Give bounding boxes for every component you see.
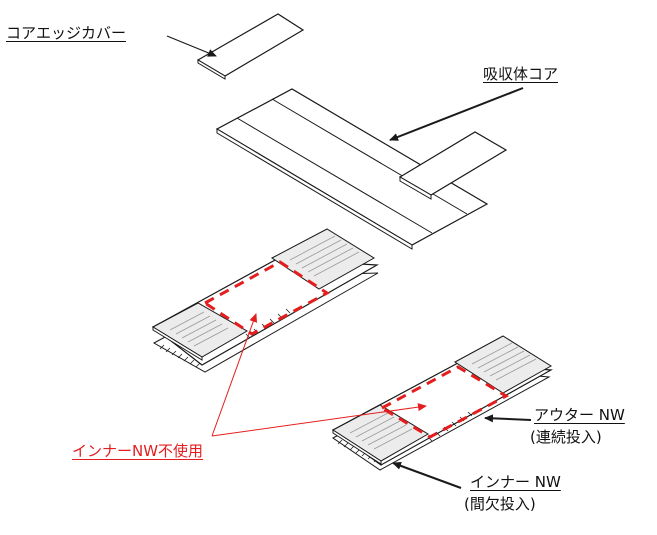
core-edge-cover-leader <box>166 35 217 57</box>
label-inner-nw-unused: インナーNW不使用 <box>72 442 204 460</box>
inner-nw-leader <box>392 462 462 489</box>
absorbent-core-leader <box>389 87 524 141</box>
absorbent-core-sheet <box>215 88 508 250</box>
label-inner-nw: インナー NW <box>470 473 561 491</box>
inner-nw-unused-leader-right <box>211 403 427 437</box>
label-inner-nw-note: (間欠投入) <box>464 495 536 513</box>
inner-nw-unused-leader-left <box>211 313 258 437</box>
label-core-edge-cover: コアエッジカバー <box>6 24 127 42</box>
label-outer-nw: アウター NW <box>534 406 625 424</box>
outer-nw-leader <box>484 414 532 423</box>
right-assembly <box>331 335 554 471</box>
label-absorbent-core: 吸収体コア <box>483 65 559 83</box>
left-assembly <box>151 228 380 373</box>
core-edge-cover-sheet <box>196 13 305 80</box>
label-outer-nw-note: (連続投入) <box>530 428 602 446</box>
